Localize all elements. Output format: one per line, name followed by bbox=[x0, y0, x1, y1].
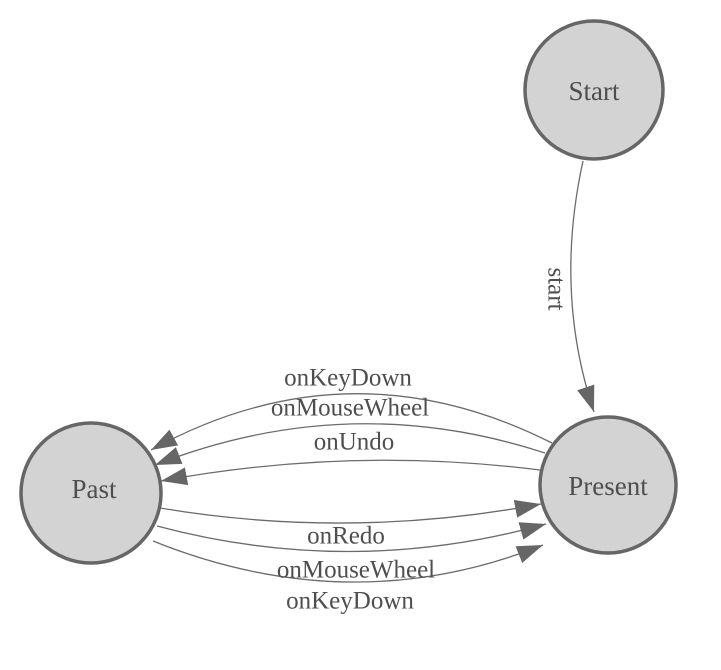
node-start-label: Start bbox=[569, 76, 620, 106]
edge-label-onmousewheel-top: onMouseWheel bbox=[271, 395, 429, 422]
edge-label-onmousewheel-bottom: onMouseWheel bbox=[277, 557, 435, 584]
edge-past-to-present-onkeydown bbox=[152, 540, 544, 583]
node-present: Present bbox=[538, 415, 678, 555]
node-past-circle bbox=[19, 421, 163, 565]
node-past-label: Past bbox=[71, 474, 117, 504]
node-present-label: Present bbox=[568, 471, 648, 501]
edge-past-to-present-onredo bbox=[159, 499, 542, 524]
edge-label-start: start bbox=[543, 267, 570, 310]
edge-labels: start onKeyDown onMouseWheel onUndo onRe… bbox=[271, 267, 570, 614]
node-start-circle bbox=[523, 19, 665, 161]
edge-label-onkeydown-bottom: onKeyDown bbox=[286, 588, 414, 615]
edge-present-to-past-onkeydown bbox=[150, 393, 553, 451]
edge-label-onredo: onRedo bbox=[307, 523, 385, 550]
nodes: Start Present Past bbox=[19, 19, 678, 565]
edge-label-onundo: onUndo bbox=[314, 429, 395, 456]
edges bbox=[150, 160, 595, 583]
node-past: Past bbox=[19, 421, 163, 565]
edge-present-to-past-onmousewheel bbox=[154, 423, 546, 466]
node-present-circle bbox=[538, 415, 678, 555]
edge-present-to-past-onundo bbox=[160, 459, 541, 486]
edge-label-onkeydown-top: onKeyDown bbox=[284, 365, 412, 392]
node-start: Start bbox=[523, 19, 665, 161]
edge-past-to-present-onmousewheel bbox=[156, 522, 547, 553]
edge-start-to-present bbox=[570, 160, 595, 413]
